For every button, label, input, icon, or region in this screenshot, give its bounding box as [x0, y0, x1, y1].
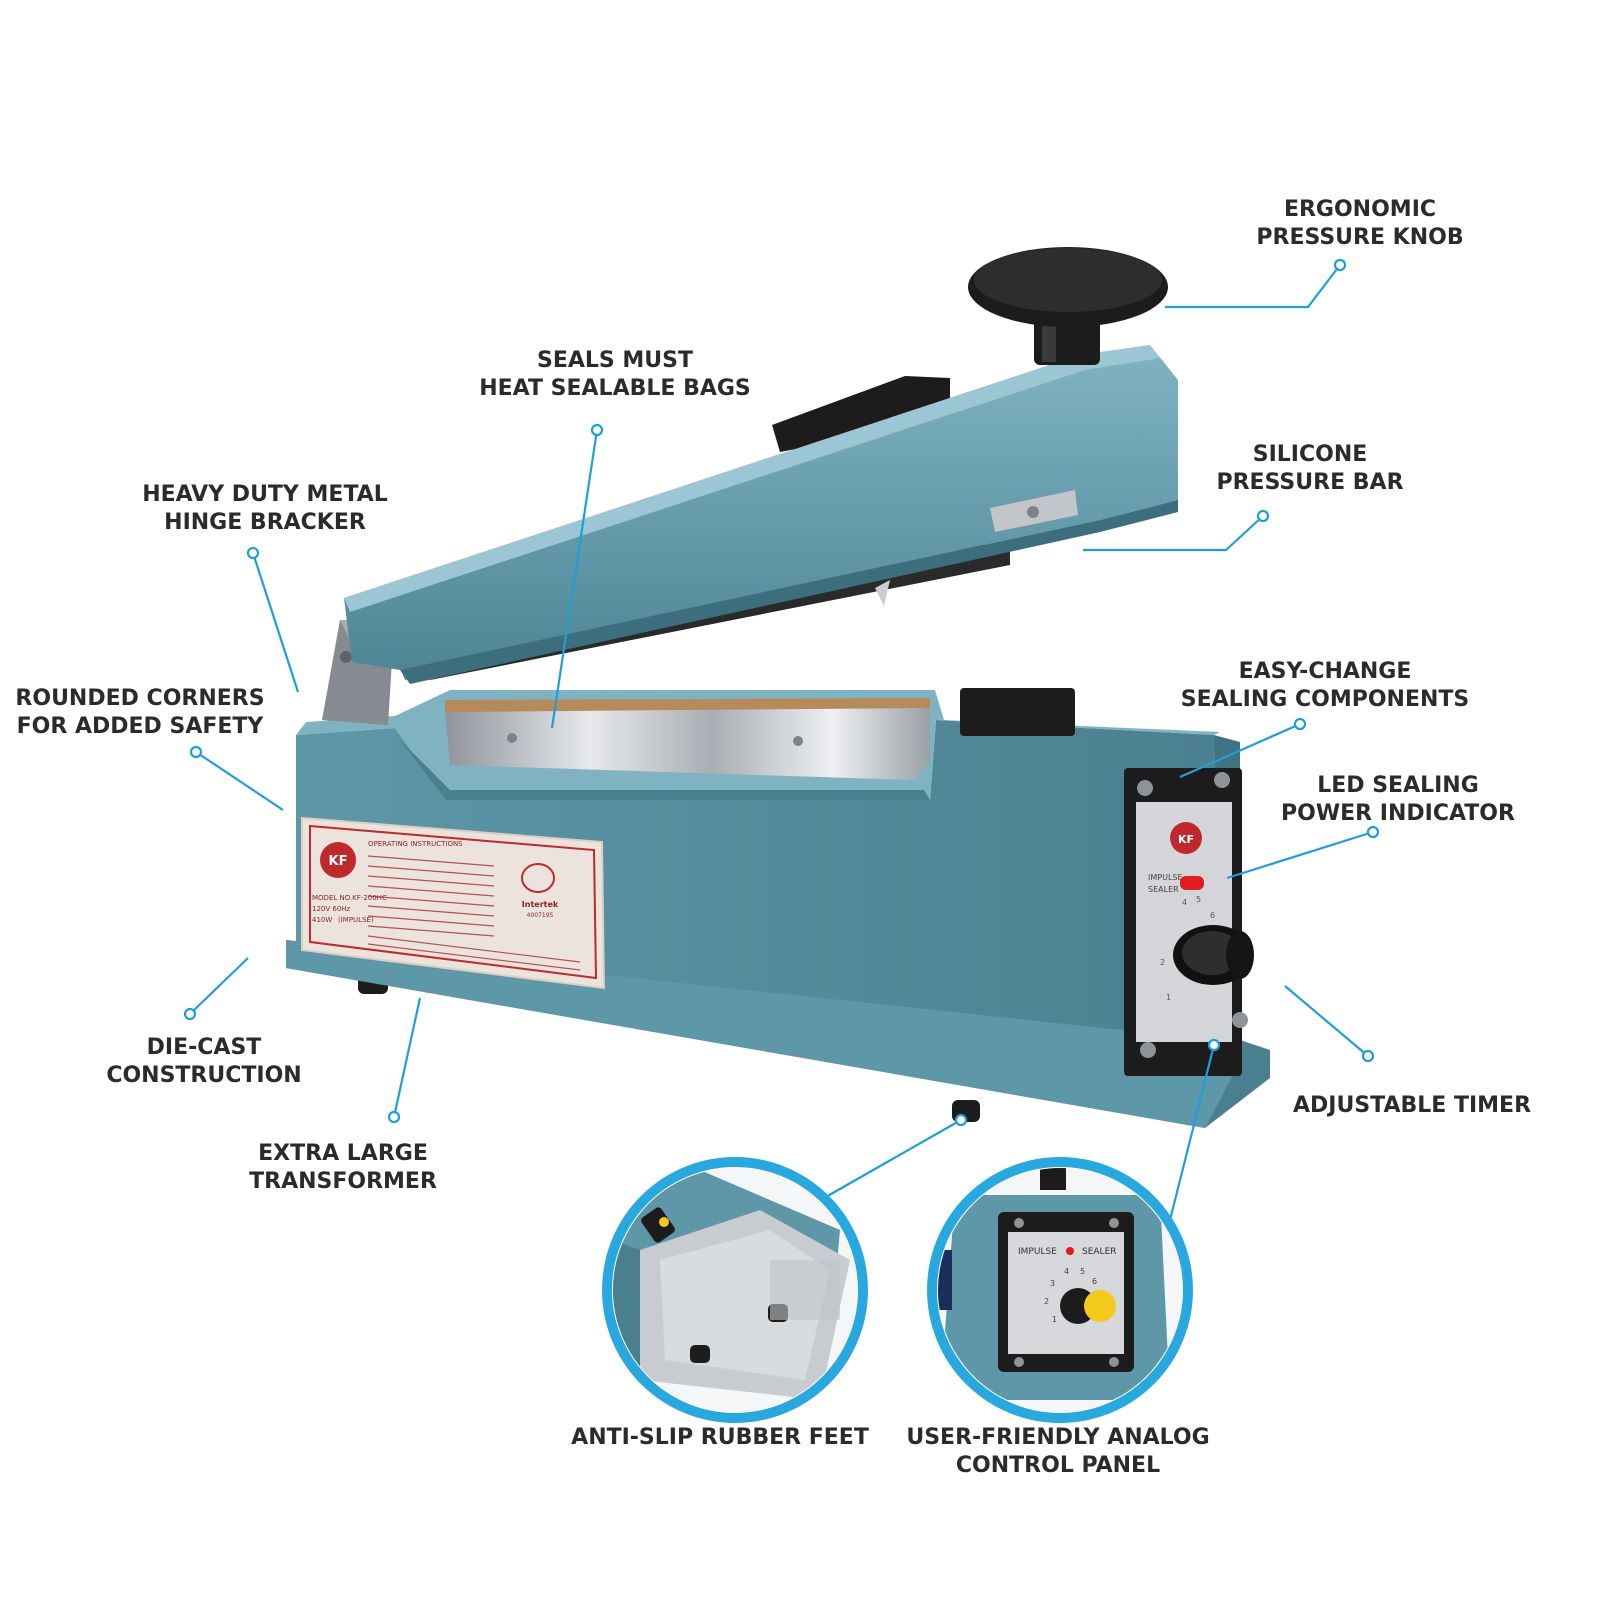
label-plate: KF OPERATING INSTRUCTIONS MODEL NO.KF-20…	[301, 816, 606, 990]
dial-number: 4	[1064, 1267, 1069, 1276]
pressure-knob	[968, 247, 1168, 365]
detail-impulse-label: IMPULSE	[1018, 1247, 1057, 1257]
callout-pressure-knob: ERGONOMIC PRESSURE KNOB	[1256, 196, 1463, 252]
callout-line: EASY-CHANGE	[1238, 659, 1412, 684]
dial-number: 5	[1196, 895, 1201, 904]
callout-silicone: SILICONE PRESSURE BAR	[1216, 441, 1403, 497]
callout-line: USER-FRIENDLY ANALOG	[906, 1425, 1210, 1450]
callout-rounded-corners: ROUNDED CORNERS FOR ADDED SAFETY	[15, 685, 264, 741]
callout-line: POWER INDICATOR	[1281, 801, 1515, 826]
label-logo-text: KF	[329, 854, 348, 869]
sealer-arm	[344, 345, 1178, 684]
label-power: 410W	[312, 916, 332, 924]
dial-number: 4	[1182, 898, 1187, 907]
callout-line: TRANSFORMER	[249, 1169, 437, 1194]
end-control-panel: KF IMPULSE SEALER 4 5 6 2 1	[1124, 768, 1254, 1076]
callout-led-indicator: LED SEALING POWER INDICATOR	[1281, 772, 1515, 828]
callout-line: CONSTRUCTION	[106, 1063, 302, 1088]
callout-line: LED SEALING	[1317, 773, 1479, 798]
callout-line: DIE-CAST	[146, 1035, 262, 1060]
callout-line: CONTROL PANEL	[955, 1453, 1161, 1478]
kf-logo-icon	[1170, 822, 1202, 854]
panel-sealer-label: SEALER	[1148, 885, 1179, 894]
dial-number: 6	[1210, 911, 1215, 920]
callout-seals-bags: SEALS MUST HEAT SEALABLE BAGS	[479, 347, 751, 403]
kf-logo-icon	[320, 842, 356, 878]
detail-led-icon	[1066, 1247, 1074, 1255]
callout-easy-change: EASY-CHANGE SEALING COMPONENTS	[1181, 658, 1470, 714]
callout-control-panel: USER-FRIENDLY ANALOG CONTROL PANEL	[906, 1424, 1209, 1480]
callout-line: ADJUSTABLE TIMER	[1292, 1093, 1532, 1118]
callout-line: HEAVY DUTY METAL	[142, 482, 388, 507]
callout-line: PRESSURE KNOB	[1256, 225, 1464, 250]
label-cert-brand: Intertek	[522, 900, 559, 909]
callout-line: ROUNDED CORNERS	[15, 686, 265, 711]
callout-line: SEALING COMPONENTS	[1180, 687, 1470, 712]
callout-line: FOR ADDED SAFETY	[16, 714, 264, 739]
dial-number: 1	[1166, 993, 1171, 1002]
callout-die-cast: DIE-CAST CONSTRUCTION	[106, 1034, 301, 1090]
label-model: MODEL NO.KF-200HC	[312, 894, 387, 902]
leader-lines	[183, 258, 1380, 1229]
detail-rubber-feet	[602, 1157, 868, 1423]
instruction-lines	[367, 855, 581, 971]
detail-control-panel: IMPULSE SEALER 1 2 3 4 5 6	[927, 1157, 1193, 1423]
dial-number: 6	[1092, 1277, 1097, 1286]
timer-dial-knob	[1173, 925, 1254, 985]
callout-line: PRESSURE BAR	[1216, 470, 1404, 495]
dial-number: 3	[1050, 1279, 1055, 1288]
callout-line: SEALS MUST	[536, 348, 694, 373]
dial-number: 1	[1052, 1315, 1057, 1324]
callout-line: HINGE BRACKER	[164, 510, 366, 535]
callout-line: EXTRA LARGE	[258, 1141, 428, 1166]
dial-number: 5	[1080, 1267, 1085, 1276]
label-voltage: 120V 60Hz	[312, 905, 351, 913]
callout-line: HEAT SEALABLE BAGS	[479, 376, 751, 401]
led-indicator-icon	[1180, 876, 1204, 890]
dial-number: 2	[1044, 1297, 1049, 1306]
label-type: (IMPULSE)	[338, 916, 374, 924]
callout-hinge: HEAVY DUTY METAL HINGE BRACKER	[142, 481, 388, 537]
dial-number: 2	[1160, 958, 1165, 967]
panel-impulse-label: IMPULSE	[1148, 873, 1183, 882]
detail-sealer-label: SEALER	[1082, 1247, 1117, 1257]
label-cert-number: 4007195	[527, 912, 554, 919]
callout-line: ERGONOMIC	[1283, 197, 1437, 222]
callout-rubber-feet: ANTI-SLIP RUBBER FEET	[571, 1424, 869, 1452]
callout-transformer: EXTRA LARGE TRANSFORMER	[249, 1140, 437, 1196]
callout-line: ANTI-SLIP RUBBER FEET	[571, 1425, 869, 1450]
panel-logo-text: KF	[1178, 833, 1194, 846]
callout-adjustable-timer: ADJUSTABLE TIMER	[1293, 1092, 1531, 1120]
label-heading: OPERATING INSTRUCTIONS	[368, 840, 463, 848]
callout-line: SILICONE	[1252, 442, 1368, 467]
sealing-blade	[445, 698, 930, 780]
etl-mark-icon	[521, 863, 555, 893]
switch-block	[960, 688, 1075, 736]
